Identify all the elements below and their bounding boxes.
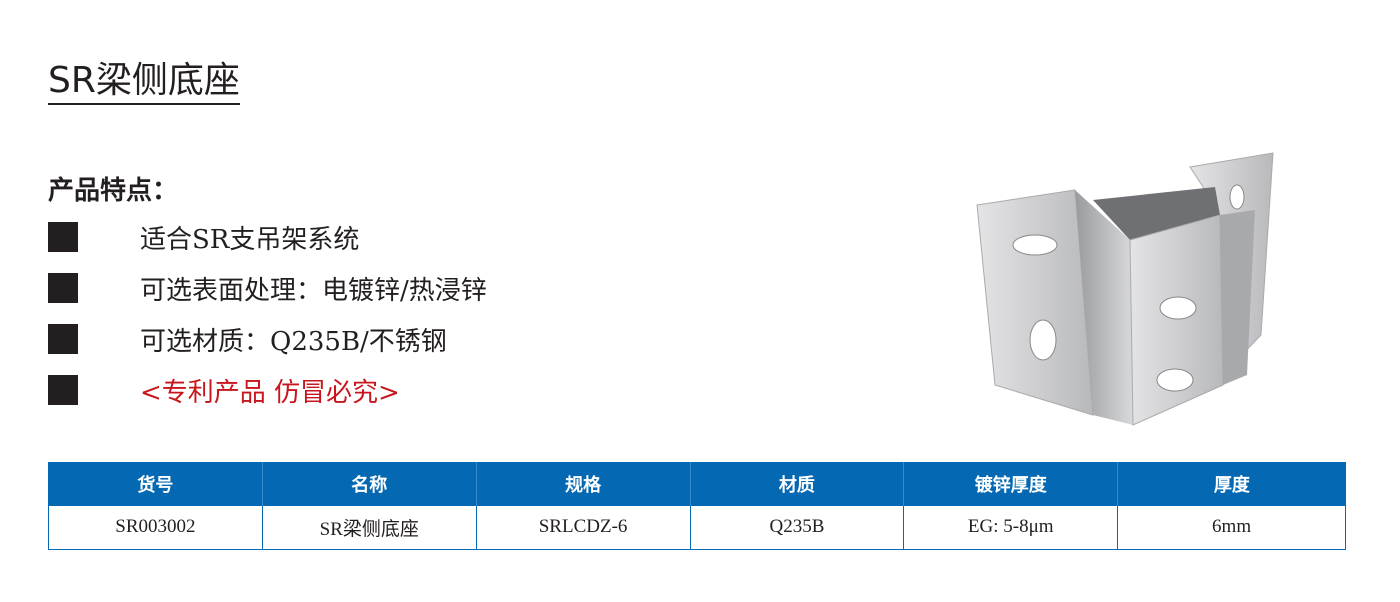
table-row: SR003002 SR梁侧底座 SRLCDZ-6 Q235B EG: 5-8μm… — [48, 506, 1346, 550]
header-material: 材质 — [689, 462, 904, 506]
header-item-no: 货号 — [48, 462, 263, 506]
feature-item: 可选材质：Q235B/不锈钢 — [48, 324, 447, 357]
cell-zinc-thickness: EG: 5-8μm — [903, 506, 1119, 550]
header-name: 名称 — [261, 462, 477, 506]
bullet-square-icon — [48, 375, 78, 405]
cell-name: SR梁侧底座 — [261, 506, 477, 550]
header-zinc-thickness: 镀锌厚度 — [903, 462, 1118, 506]
product-image — [976, 152, 1274, 426]
bullet-square-icon — [48, 222, 78, 252]
table-header-row: 货号 名称 规格 材质 镀锌厚度 厚度 — [48, 462, 1346, 506]
header-spec: 规格 — [475, 462, 691, 506]
feature-item: 可选表面处理：电镀锌/热浸锌 — [48, 273, 487, 306]
features-heading: 产品特点： — [48, 176, 179, 206]
feature-item: 适合SR支吊架系统 — [48, 222, 359, 255]
feature-item: <专利产品 仿冒必究> — [48, 375, 400, 408]
cell-material: Q235B — [689, 506, 905, 550]
spec-table: 货号 名称 规格 材质 镀锌厚度 厚度 SR003002 SR梁侧底座 SRLC… — [48, 462, 1346, 550]
cell-spec: SRLCDZ-6 — [475, 506, 691, 550]
cell-thickness: 6mm — [1117, 506, 1346, 550]
bullet-square-icon — [48, 324, 78, 354]
cell-item-no: SR003002 — [48, 506, 263, 550]
bullet-square-icon — [48, 273, 78, 303]
page-title: SR梁侧底座 — [48, 60, 240, 105]
header-thickness: 厚度 — [1117, 462, 1346, 506]
